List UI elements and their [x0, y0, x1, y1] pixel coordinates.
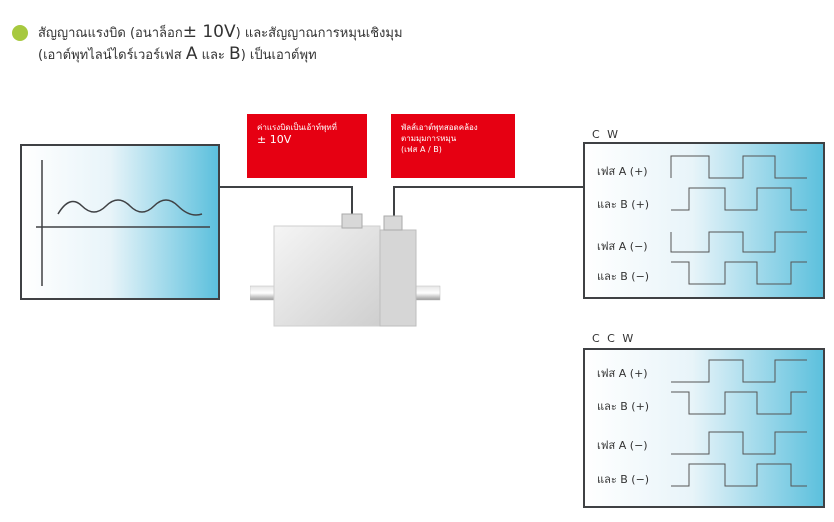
- heading-line-2: (เอาต์พุทไลน์ไดร์เวอร์เฟส A และ B) เป็นเ…: [38, 44, 317, 64]
- sensor-side-block: [379, 229, 417, 327]
- torque-output-label: ค่าแรงบิดเป็นเอ้าท์พุทที่ ± 10V: [247, 114, 367, 178]
- cw-signal-label: เฟส A (+): [597, 165, 648, 178]
- torque-sensor-device: [250, 213, 441, 327]
- wire-left-vertical: [351, 186, 353, 216]
- cw-signal-label: และ B (−): [597, 270, 650, 283]
- cw-waveform-screen: เฟส A (+) และ B (+) เฟส A (−) และ B (−): [583, 142, 825, 299]
- ccw-trace-b-minus: [671, 463, 807, 487]
- wire-right-horizontal: [393, 186, 583, 188]
- ccw-signal-label: และ B (+): [597, 400, 650, 413]
- sensor-body: [273, 225, 381, 327]
- analog-connector: [341, 213, 363, 229]
- ccw-signal-label: เฟส A (+): [597, 367, 648, 380]
- cw-trace-b-minus: [671, 261, 807, 285]
- cw-pulse-traces: [670, 155, 807, 285]
- ccw-panel-title: C C W: [592, 332, 636, 345]
- description-heading: สัญญาณแรงบิด (อนาล็อก± 10V) และสัญญาณการ…: [38, 22, 403, 66]
- bullet-dot: [12, 25, 28, 41]
- analog-waveform-graph: [36, 160, 210, 286]
- cw-trace-a-plus: [670, 155, 807, 179]
- ccw-trace-a-plus: [671, 359, 807, 383]
- analog-oscilloscope-screen: [20, 144, 220, 300]
- ccw-trace-b-plus: [671, 391, 807, 415]
- pulse-output-label: พัลส์เอาต์พุทสอดคล้อง ตามมุมการหมุน (เฟส…: [391, 114, 515, 178]
- heading-line-1: สัญญาณแรงบิด (อนาล็อก± 10V) และสัญญาณการ…: [38, 22, 403, 42]
- cw-trace-a-minus: [670, 231, 807, 253]
- plus-minus-voltage: ± 10V: [182, 22, 236, 42]
- ccw-trace-a-minus: [671, 431, 807, 455]
- wire-right-vertical: [393, 186, 395, 216]
- ccw-waveform-screen: เฟส A (+) และ B (+) เฟส A (−) และ B (−): [583, 348, 825, 508]
- cw-panel-title: C W: [592, 128, 621, 141]
- wire-left-horizontal: [220, 186, 353, 188]
- sine-wave: [57, 199, 203, 216]
- cw-trace-b-plus: [671, 187, 807, 211]
- cw-signal-label: และ B (+): [597, 198, 650, 211]
- ccw-signal-label: และ B (−): [597, 473, 650, 486]
- pulse-connector: [383, 215, 403, 231]
- ccw-pulse-traces: [671, 359, 807, 487]
- ccw-signal-label: เฟส A (−): [597, 439, 648, 452]
- cw-signal-label: เฟส A (−): [597, 240, 648, 253]
